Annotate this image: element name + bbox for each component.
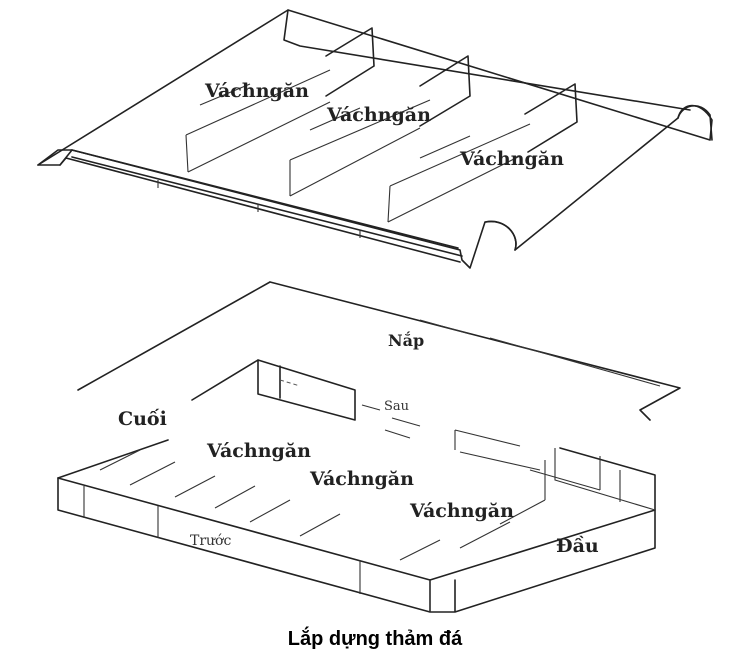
- top-sheet-outline: [37, 9, 713, 269]
- tray-right-face: [554, 448, 656, 511]
- back-wall-hatch: [361, 404, 421, 439]
- back-label: Sau: [384, 399, 409, 414]
- top-divider-label-1: Váchngăn: [204, 80, 309, 102]
- top-rear-lip: [283, 9, 691, 111]
- lid-label: Nắp: [388, 330, 424, 350]
- top-rod-ticks: [157, 180, 361, 238]
- bottom-divider-label-1: Váchngăn: [206, 440, 311, 462]
- tray-top-edge: [57, 439, 656, 581]
- top-divider-label-2: Váchngăn: [326, 104, 431, 126]
- tray-front-posts: [83, 486, 431, 612]
- bottom-box: [57, 281, 681, 613]
- end-label: Cuối: [118, 408, 167, 430]
- top-mesh-sheet: [37, 9, 713, 269]
- top-left-lip: [37, 149, 461, 263]
- bottom-divider-label-2: Váchngăn: [309, 468, 414, 490]
- inner-box-hidden: [279, 379, 301, 387]
- lid-outline: [77, 281, 681, 421]
- figure-caption: Lắp dựng thảm đá: [287, 628, 463, 650]
- front-label: Trước: [190, 533, 231, 549]
- top-right-roll: [677, 105, 713, 141]
- top-divider-label-3: Váchngăn: [459, 148, 564, 170]
- bottom-divider-label-3: Váchngăn: [409, 500, 514, 522]
- bottom-divider-wires: [99, 429, 601, 561]
- head-label: Đầu: [556, 535, 599, 557]
- top-front-roll: [485, 220, 517, 251]
- top-cross-wires: [185, 69, 531, 223]
- top-divider-2: [419, 55, 471, 127]
- top-divider-1: [325, 27, 375, 97]
- top-divider-3: [524, 83, 578, 153]
- top-front-rod: [71, 149, 463, 257]
- lid-gap-lines: [419, 319, 661, 387]
- inner-box: [191, 359, 356, 421]
